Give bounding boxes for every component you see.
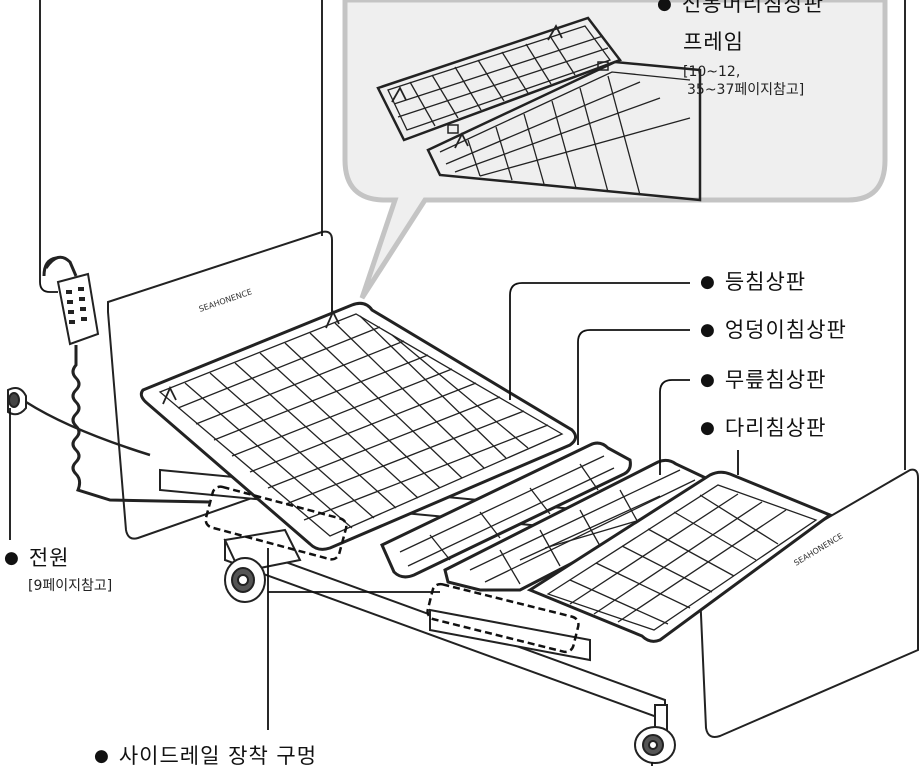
label-back-panel: ●등침상판 <box>700 270 807 294</box>
bullet-icon: ● <box>94 746 110 766</box>
bullet-icon: ● <box>4 548 20 568</box>
leg-panel <box>526 470 834 643</box>
bullet-icon: ● <box>700 418 716 438</box>
caster-wheel-front <box>224 557 266 603</box>
power-plug <box>7 387 151 457</box>
hip-panel <box>380 441 632 579</box>
back-panel <box>139 301 577 551</box>
ref-power: [9페이지참고] <box>28 578 113 594</box>
inset-head-frame <box>376 16 623 142</box>
bullet-icon: ● <box>700 370 716 390</box>
label-head-frame: ●전동머리침상판 <box>657 0 824 15</box>
label-head-frame-line2: 프레임 <box>683 30 744 54</box>
label-leg-panel: ●다리침상판 <box>700 416 827 440</box>
bullet-icon: ● <box>700 272 716 292</box>
remote-coiled-cable <box>71 345 211 504</box>
side-rail-hole-areas <box>204 485 580 654</box>
ref-head-frame-2: 35~37페이지참고] <box>687 82 805 98</box>
ref-head-frame-1: [10~12, <box>683 64 741 80</box>
side-rail-hole-area-front <box>204 485 348 561</box>
label-side-rail-holes: ●사이드레일 장착 구멍 <box>94 744 318 768</box>
bullet-icon: ● <box>700 320 716 340</box>
callout-bubble <box>342 0 888 300</box>
bullet-icon: ● <box>657 0 673 14</box>
label-knee-panel: ●무릎침상판 <box>700 368 827 392</box>
label-power: ●전원 <box>4 546 70 570</box>
inset-bed-segment <box>426 60 702 202</box>
side-rail-hole-area-rear <box>426 582 580 654</box>
hand-remote <box>42 255 100 346</box>
leader-lines <box>9 0 906 766</box>
caster-wheel-rear <box>634 726 676 764</box>
label-hip-panel: ●엉덩이침상판 <box>700 318 847 342</box>
